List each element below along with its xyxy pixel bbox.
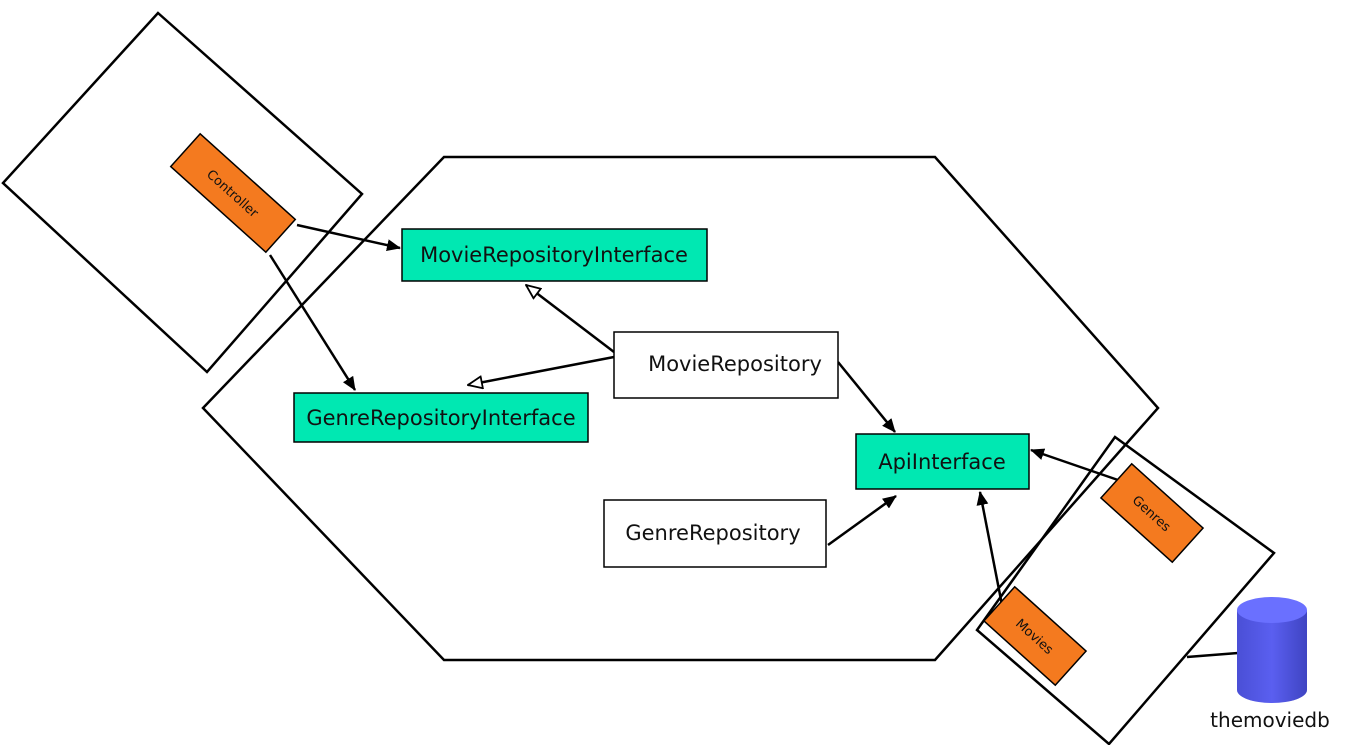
edge-frame-themoviedb	[1186, 651, 1239, 659]
edge-movie-repo-api-interface	[837, 361, 896, 433]
genre-repository-node[interactable]: GenreRepository	[603, 499, 827, 568]
genres-box	[1099, 462, 1205, 564]
movies-node[interactable]: Movies	[982, 585, 1088, 687]
api-interface-label: ApiInterface	[878, 450, 1006, 474]
edge-movie-repo-realizes-movie-interface	[526, 285, 615, 353]
themoviedb-label: themoviedb	[1210, 708, 1330, 732]
genre-repository-box	[603, 499, 827, 568]
api-interface-node[interactable]: ApiInterface	[855, 433, 1030, 490]
genre-repository-interface-box	[293, 392, 589, 443]
database-icon	[1237, 597, 1307, 703]
themoviedb-node[interactable]: themoviedb	[1210, 597, 1330, 732]
right-adapter-frame	[975, 435, 1276, 745]
edge-movies-api-interface	[976, 491, 1004, 606]
left-adapter-frame	[1, 11, 364, 374]
genre-repository-interface-node[interactable]: GenreRepositoryInterface	[293, 392, 589, 443]
genre-repository-interface-label: GenreRepositoryInterface	[306, 406, 575, 430]
movie-repository-node[interactable]: MovieRepository	[613, 331, 839, 399]
movie-repository-interface-box	[401, 228, 708, 282]
edge-controller-genre-repo-interface	[268, 254, 357, 391]
controller-box	[169, 132, 297, 254]
genres-node[interactable]: Genres	[1099, 462, 1205, 564]
edge-genres-api-interface	[1030, 448, 1119, 482]
core-hexagon	[201, 155, 1160, 662]
api-interface-box	[855, 433, 1030, 490]
movie-repository-interface-node[interactable]: MovieRepositoryInterface	[401, 228, 708, 282]
edge-controller-movie-repo-interface	[296, 223, 401, 252]
movies-box	[982, 585, 1088, 687]
controller-node[interactable]: Controller	[169, 132, 297, 254]
movie-repository-box	[613, 331, 839, 399]
edges	[268, 223, 1239, 659]
edge-movie-repo-realizes-genre-interface	[468, 355, 615, 385]
edge-genre-repo-api-interface	[827, 494, 897, 547]
movie-repository-label: MovieRepository	[648, 352, 822, 376]
genre-repository-label: GenreRepository	[625, 521, 800, 545]
movie-repository-interface-label: MovieRepositoryInterface	[420, 243, 688, 267]
